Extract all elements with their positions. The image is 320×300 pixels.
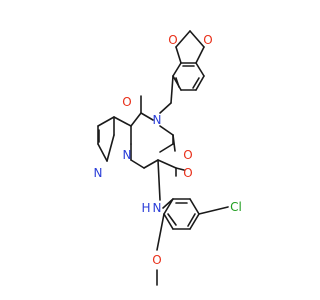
bond-line xyxy=(113,116,132,127)
bond-line xyxy=(189,213,200,230)
atom-label-n3: N xyxy=(153,113,162,127)
atom-label-h-amide: H xyxy=(141,201,150,215)
bond-line xyxy=(130,112,142,127)
bond-line xyxy=(187,213,196,227)
bond-line xyxy=(170,75,174,104)
structure-canvas: O O O N O N N O N H Cl O xyxy=(94,30,242,286)
bond-line xyxy=(159,102,172,114)
bond-line xyxy=(159,143,174,153)
bond-line xyxy=(106,134,115,162)
bond-line xyxy=(97,143,108,162)
bond-line xyxy=(175,30,191,48)
atom-label-o-carbonyl-c4: O xyxy=(122,95,131,109)
atom-label-o-methoxy: O xyxy=(152,253,161,267)
bond-line xyxy=(159,125,174,136)
atom-label-o-carbonyl-c2: O xyxy=(183,148,192,162)
bond-line xyxy=(175,167,185,171)
bond-line xyxy=(192,77,200,89)
atom-label-o-dioxole-1: O xyxy=(168,33,177,47)
bond-line xyxy=(163,198,174,215)
molecule-structure-diagram: O O O N O N N O N H Cl O xyxy=(94,30,242,286)
bond-line xyxy=(156,213,165,251)
atom-labels: O O O N O N N O N H Cl O xyxy=(94,33,242,267)
bond-line xyxy=(140,112,154,121)
bond-line xyxy=(172,62,182,77)
bond-line xyxy=(195,46,205,64)
bond-line xyxy=(175,46,182,64)
atom-label-o-dioxole-2: O xyxy=(203,33,212,47)
bond-line xyxy=(195,62,205,77)
atom-label-o-amide: O xyxy=(183,166,192,180)
bond-lines xyxy=(97,30,229,286)
atom-label-chlorine: Cl xyxy=(230,200,242,214)
bond-line xyxy=(195,75,205,91)
atom-label-n1: N xyxy=(123,148,132,162)
atom-label-n-amide: N xyxy=(153,201,162,215)
bond-line xyxy=(198,206,229,215)
bond-line xyxy=(143,159,159,169)
bond-line xyxy=(175,77,180,88)
bond-line xyxy=(189,198,200,215)
atom-label-n8-pyridine: N xyxy=(94,166,103,180)
bond-line xyxy=(189,30,205,48)
bond-line xyxy=(130,159,145,169)
bond-line xyxy=(97,116,115,127)
bond-line xyxy=(157,159,161,201)
bond-line xyxy=(167,213,177,226)
bond-line xyxy=(157,159,177,169)
bond-line xyxy=(163,213,174,230)
